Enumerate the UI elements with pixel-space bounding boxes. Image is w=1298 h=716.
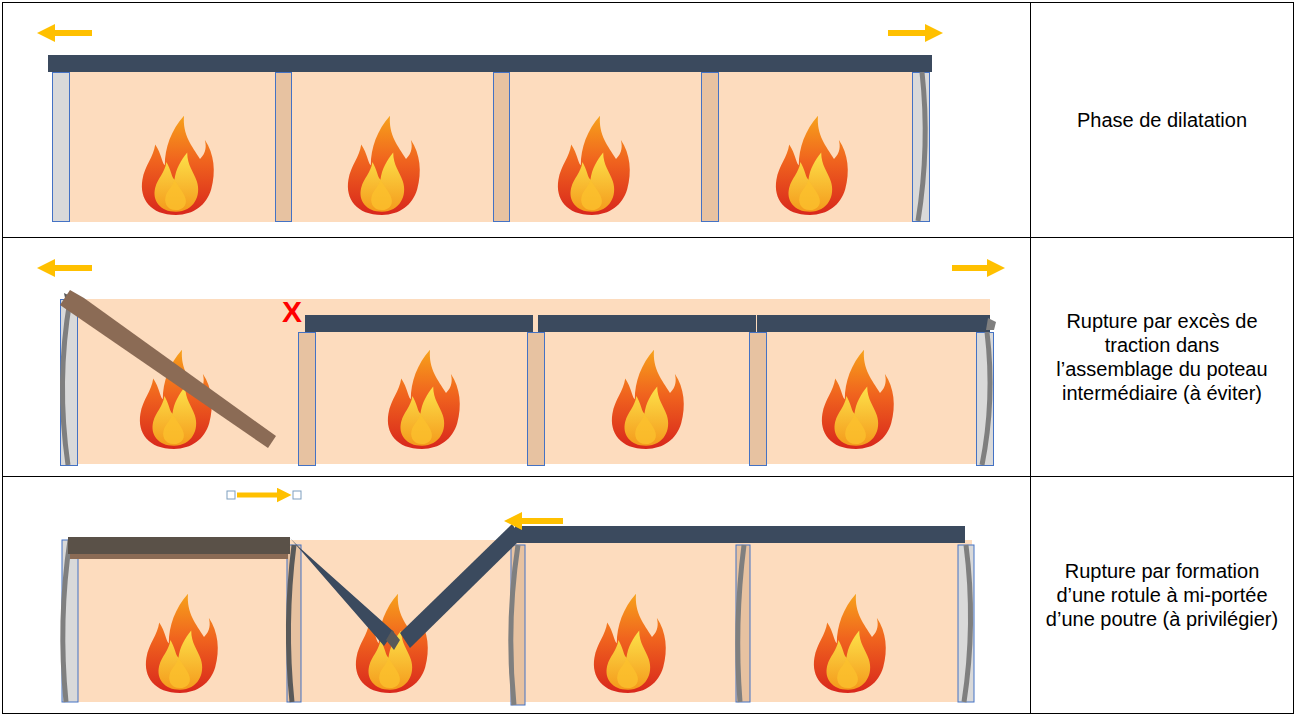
row-caption: Rupture par excès de traction dans l’ass… [1031,238,1293,476]
row-caption: Rupture par formation d’une rotule à mi-… [1031,477,1293,713]
row-caption: Phase de dilatation [1031,3,1293,237]
row-rupture-rotule [62,491,974,705]
row-rupture-traction [46,268,996,466]
failure-mark: X [282,297,302,327]
row-dilatation [46,33,934,222]
